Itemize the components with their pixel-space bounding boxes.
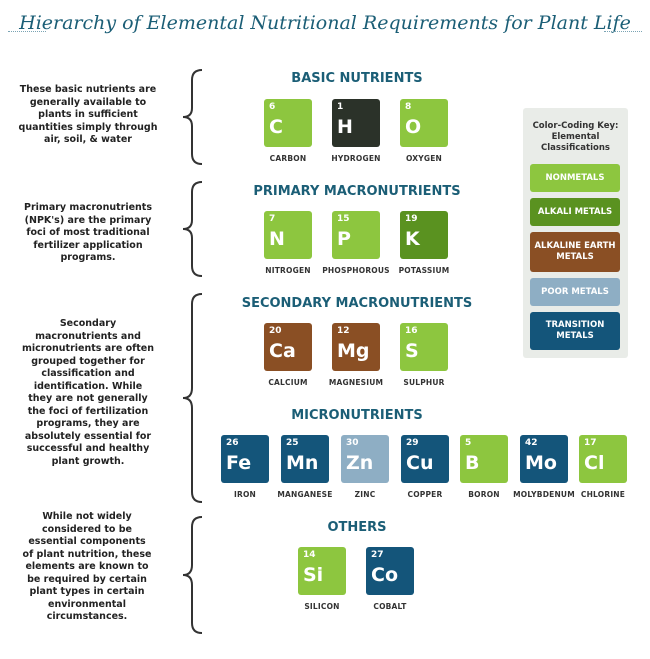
element-symbol: Ca [269, 340, 296, 362]
others-description: While not widely considered to be essent… [22, 511, 152, 622]
element-name: SILICON [304, 602, 340, 611]
color-key-title: Color-Coding Key: Elemental Classificati… [532, 121, 619, 153]
element-tile-copper: 29 Cu [401, 435, 449, 483]
element-tile-hydrogen: 1 H [332, 99, 380, 147]
element-symbol: Zn [346, 452, 374, 474]
secondary-micro-description: Secondary macronutrients and micronutrie… [22, 318, 154, 467]
element-symbol: Mg [337, 340, 370, 362]
key-alkaline-earth-metals: ALKALINE EARTH METALS [530, 232, 620, 272]
element-name: MANGANESE [277, 490, 333, 499]
element-symbol: H [337, 116, 353, 138]
atomic-number: 7 [269, 214, 276, 224]
element-name: PHOSPHOROUS [322, 266, 390, 275]
atomic-number: 25 [286, 438, 299, 448]
element-symbol: O [405, 116, 422, 138]
element-tile-potassium: 19 K [400, 211, 448, 259]
element-symbol: Fe [226, 452, 252, 474]
key-nonmetals: NONMETALS [530, 164, 620, 192]
key-poor-metals: POOR METALS [530, 278, 620, 306]
element-symbol: Cu [406, 452, 434, 474]
atomic-number: 26 [226, 438, 239, 448]
element-name: CALCIUM [268, 378, 308, 387]
element-symbol: Si [303, 564, 324, 586]
atomic-number: 29 [406, 438, 419, 448]
atomic-number: 16 [405, 326, 418, 336]
element-tile-phosphorous: 15 P [332, 211, 380, 259]
element-tile-iron: 26 Fe [221, 435, 269, 483]
element-symbol: S [405, 340, 419, 362]
element-symbol: K [405, 228, 420, 250]
element-name: OXYGEN [405, 154, 443, 163]
page-title: Hierarchy of Elemental Nutritional Requi… [19, 12, 631, 34]
atomic-number: 42 [525, 438, 538, 448]
basic-description: These basic nutrients are generally avai… [18, 84, 158, 145]
element-symbol: P [337, 228, 351, 250]
element-name: COBALT [373, 602, 407, 611]
primary-description: Primary macronutrients (NPK's) are the p… [24, 202, 152, 263]
element-name: COPPER [407, 490, 443, 499]
element-name: MOLYBDENUM [513, 490, 575, 499]
key-alkali-metals: ALKALI METALS [530, 198, 620, 226]
primary-brace-icon [182, 181, 203, 277]
basic-brace-icon [182, 69, 203, 165]
element-name: BORON [468, 490, 500, 499]
micronutrients-title: MICRONUTRIENTS [291, 408, 423, 423]
primary-macronutrients-title: PRIMARY MACRONUTRIENTS [253, 184, 461, 199]
atomic-number: 14 [303, 550, 316, 560]
element-tile-nitrogen: 7 N [264, 211, 312, 259]
element-symbol: B [465, 452, 480, 474]
atomic-number: 19 [405, 214, 418, 224]
element-tile-cobalt: 27 Co [366, 547, 414, 595]
element-tile-oxygen: 8 O [400, 99, 448, 147]
element-symbol: Co [371, 564, 398, 586]
element-symbol: N [269, 228, 285, 250]
atomic-number: 15 [337, 214, 350, 224]
atomic-number: 20 [269, 326, 282, 336]
element-name: SULPHUR [403, 378, 445, 387]
atomic-number: 27 [371, 550, 384, 560]
atomic-number: 30 [346, 438, 359, 448]
others-brace-icon [182, 516, 203, 634]
element-tile-chlorine: 17 Cl [579, 435, 627, 483]
element-tile-sulphur: 16 S [400, 323, 448, 371]
atomic-number: 12 [337, 326, 350, 336]
element-name: NITROGEN [265, 266, 311, 275]
element-tile-manganese: 25 Mn [281, 435, 329, 483]
others-title: OTHERS [327, 520, 387, 535]
basic-nutrients-title: BASIC NUTRIENTS [291, 71, 423, 86]
element-name: CHLORINE [580, 490, 626, 499]
element-tile-molybdenum: 42 Mo [520, 435, 568, 483]
element-tile-boron: 5 B [460, 435, 508, 483]
element-name: CARBON [269, 154, 307, 163]
element-tile-zinc: 30 Zn [341, 435, 389, 483]
key-transition-metals: TRANSITION METALS [530, 312, 620, 350]
atomic-number: 8 [405, 102, 412, 112]
title-rule-right [604, 31, 642, 32]
element-name: IRON [233, 490, 257, 499]
element-tile-silicon: 14 Si [298, 547, 346, 595]
title-rule-left [8, 31, 46, 32]
element-tile-carbon: 6 C [264, 99, 312, 147]
secondary-macronutrients-title: SECONDARY MACRONUTRIENTS [241, 296, 473, 311]
element-name: MAGNESIUM [328, 378, 384, 387]
secondary-micro-brace-icon [182, 293, 203, 503]
element-tile-calcium: 20 Ca [264, 323, 312, 371]
atomic-number: 1 [337, 102, 344, 112]
atomic-number: 17 [584, 438, 597, 448]
element-name: ZINC [354, 490, 376, 499]
element-tile-magnesium: 12 Mg [332, 323, 380, 371]
element-symbol: Cl [584, 452, 605, 474]
atomic-number: 5 [465, 438, 472, 448]
element-symbol: Mn [286, 452, 319, 474]
atomic-number: 6 [269, 102, 276, 112]
element-name: HYDROGEN [331, 154, 381, 163]
element-symbol: C [269, 116, 283, 138]
element-symbol: Mo [525, 452, 557, 474]
element-name: POTASSIUM [398, 266, 450, 275]
